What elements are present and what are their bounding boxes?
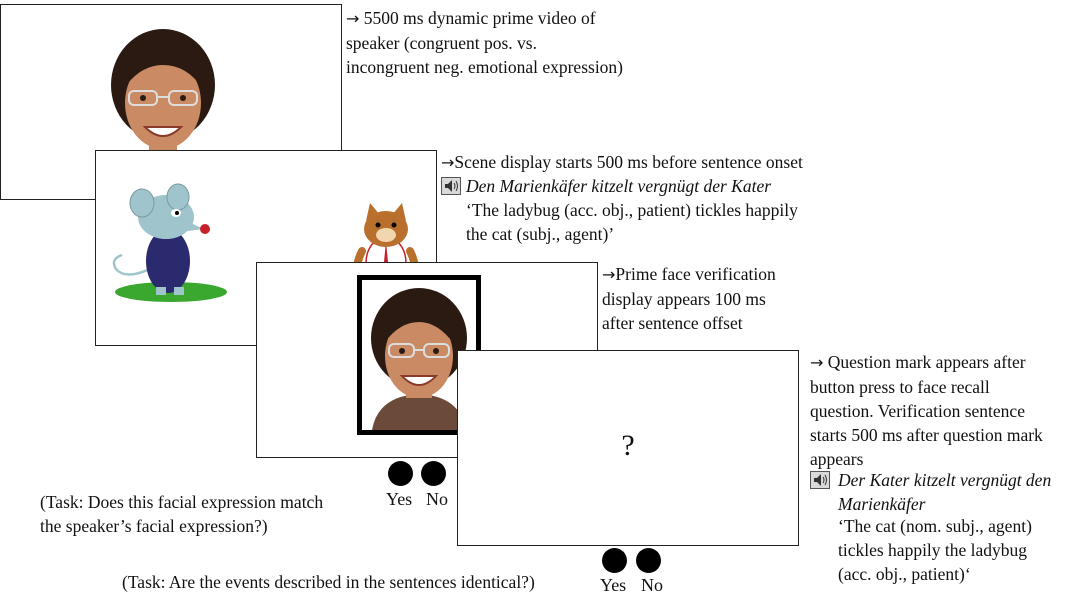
question-mark-description: → Question mark appears after button pre…	[810, 352, 1043, 469]
right-arrow-icon: →	[810, 353, 824, 372]
speaker-icon	[441, 177, 461, 195]
yes-button-dot	[602, 548, 627, 573]
yes-label: Yes	[386, 489, 413, 509]
no-button-dot	[421, 461, 446, 486]
yes-label: Yes	[600, 575, 627, 595]
scene-display-description: →Scene display starts 500 ms before sent…	[441, 152, 803, 172]
prime-video-frame	[0, 4, 342, 200]
right-arrow-icon: →	[602, 265, 616, 284]
question-mark-frame: ?	[457, 350, 799, 546]
events-task-instruction: (Task: Are the events described in the s…	[122, 572, 535, 592]
face-task-instruction: (Task: Does this facial expression match…	[40, 492, 324, 536]
right-arrow-icon: →	[441, 153, 455, 172]
scene-sentence-gloss: ‘The ladybug (acc. obj., patient) tickle…	[466, 200, 798, 244]
scene-sentence-german: Den Marienkäfer kitzelt vergnügt der Kat…	[466, 176, 772, 196]
verification-sentence-gloss: ‘The cat (nom. subj., agent) tickles hap…	[838, 516, 1032, 584]
verification-sentence-german: Der Kater kitzelt vergnügt den Marienkäf…	[838, 470, 1052, 514]
face-verification-description: →Prime face verification display appears…	[602, 264, 776, 333]
right-arrow-icon: →	[346, 9, 360, 28]
no-button-dot	[636, 548, 661, 573]
question-mark: ?	[621, 429, 635, 462]
no-label: No	[426, 489, 448, 509]
speaker-icon	[810, 471, 830, 489]
prime-video-description: → 5500 ms dynamic prime video of speaker…	[346, 8, 624, 77]
yes-button-dot	[388, 461, 413, 486]
no-label: No	[641, 575, 663, 595]
